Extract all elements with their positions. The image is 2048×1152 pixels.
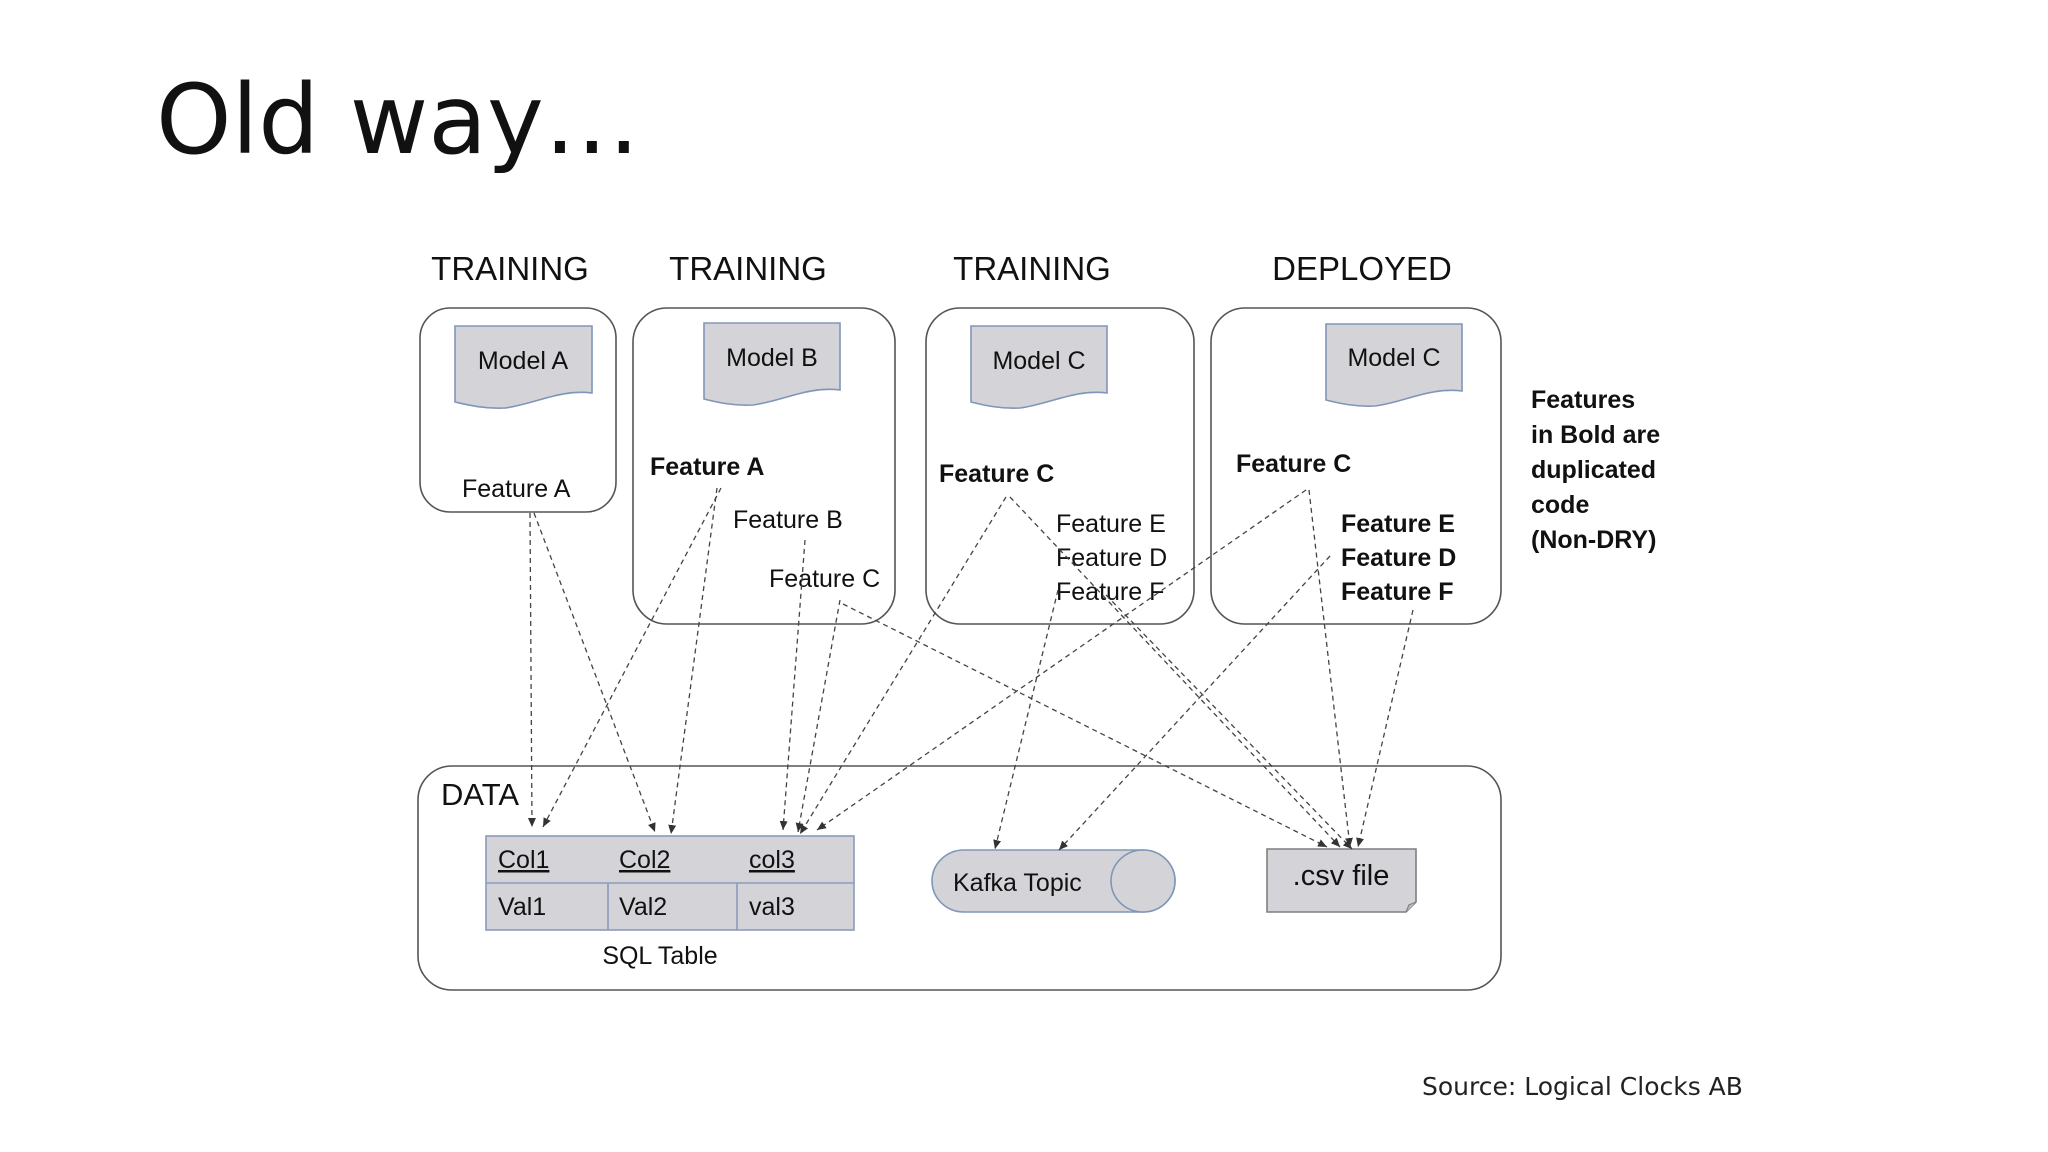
data-container <box>417 765 1502 991</box>
kafka-topic-cylinder-end <box>1110 849 1176 913</box>
bold-note-line: duplicated <box>1531 456 1656 484</box>
feature-label: Feature E <box>1056 510 1166 538</box>
bold-note-line: (Non-DRY) <box>1531 526 1656 554</box>
bold-note-line: Features <box>1531 386 1635 414</box>
sql-table-cell: Val1 <box>498 893 546 921</box>
feature-label-bold: Feature D <box>1341 544 1456 572</box>
dependency-arrow <box>1058 555 1331 851</box>
dependency-arrow <box>1308 489 1353 848</box>
source-credit: Source: Logical Clocks AB <box>1422 1072 1743 1101</box>
data-label: DATA <box>441 777 519 812</box>
model-label-4: Model C <box>1347 344 1440 372</box>
dependency-arrow <box>816 489 1307 831</box>
dependency-arrows <box>527 487 1414 851</box>
model-doc-1 <box>454 325 593 409</box>
dependency-arrow <box>668 487 718 835</box>
model-doc-2 <box>703 322 841 406</box>
column-header-2: TRAINING <box>669 250 827 287</box>
dependency-arrow <box>1105 594 1353 850</box>
model-box-1 <box>419 307 617 513</box>
sql-table-cell: Val2 <box>619 893 667 921</box>
dependency-arrow <box>795 599 841 833</box>
feature-label-bold: Feature C <box>1236 450 1351 478</box>
model-label-3: Model C <box>992 347 1085 375</box>
model-label-2: Model B <box>726 344 818 372</box>
dependency-arrow <box>779 539 806 831</box>
sql-table-header: Col2 <box>619 846 670 874</box>
feature-label: Feature A <box>462 475 571 503</box>
bold-note-line: in Bold are <box>1531 421 1660 449</box>
feature-label: Feature D <box>1056 544 1167 572</box>
csv-file-fold <box>1405 901 1417 913</box>
dependency-arrow <box>527 512 536 828</box>
dependency-arrow <box>1356 609 1414 848</box>
sql-table-header: Col1 <box>498 846 549 874</box>
feature-label-bold: Feature C <box>939 460 1054 488</box>
slide-title: Old way… <box>156 64 640 176</box>
dependency-arrow <box>993 589 1059 850</box>
bold-note-line: code <box>1531 491 1589 519</box>
kafka-topic-label: Kafka Topic <box>953 869 1082 897</box>
model-box-3 <box>925 307 1195 625</box>
dependency-arrow <box>1009 496 1341 848</box>
model-label-1: Model A <box>478 347 569 375</box>
bold-note: Features in Bold are duplicated code (No… <box>1531 386 1667 554</box>
model-box-4 <box>1210 307 1502 625</box>
column-header-3: TRAINING <box>953 250 1111 287</box>
feature-label: Feature C <box>769 565 880 593</box>
column-header-1: TRAINING <box>431 250 589 287</box>
model-box-2 <box>632 307 896 625</box>
column-header-4: DEPLOYED <box>1272 250 1452 287</box>
model-doc-3 <box>970 325 1108 409</box>
dependency-arrow <box>533 512 656 833</box>
feature-label-bold: Feature A <box>650 453 764 481</box>
sql-table-caption: SQL Table <box>602 942 717 970</box>
feature-label-bold: Feature E <box>1341 510 1455 538</box>
feature-label: Feature B <box>733 506 843 534</box>
sql-table-header: col3 <box>749 846 795 874</box>
dependency-arrow <box>799 496 1007 835</box>
model-doc-4 <box>1325 323 1463 407</box>
csv-file-label: .csv file <box>1293 860 1390 892</box>
feature-label-bold: Feature F <box>1341 578 1454 606</box>
dependency-arrow <box>542 487 722 828</box>
sql-table-cell: val3 <box>749 893 795 921</box>
dependency-arrow <box>842 603 1328 848</box>
feature-label: Feature F <box>1056 578 1164 606</box>
